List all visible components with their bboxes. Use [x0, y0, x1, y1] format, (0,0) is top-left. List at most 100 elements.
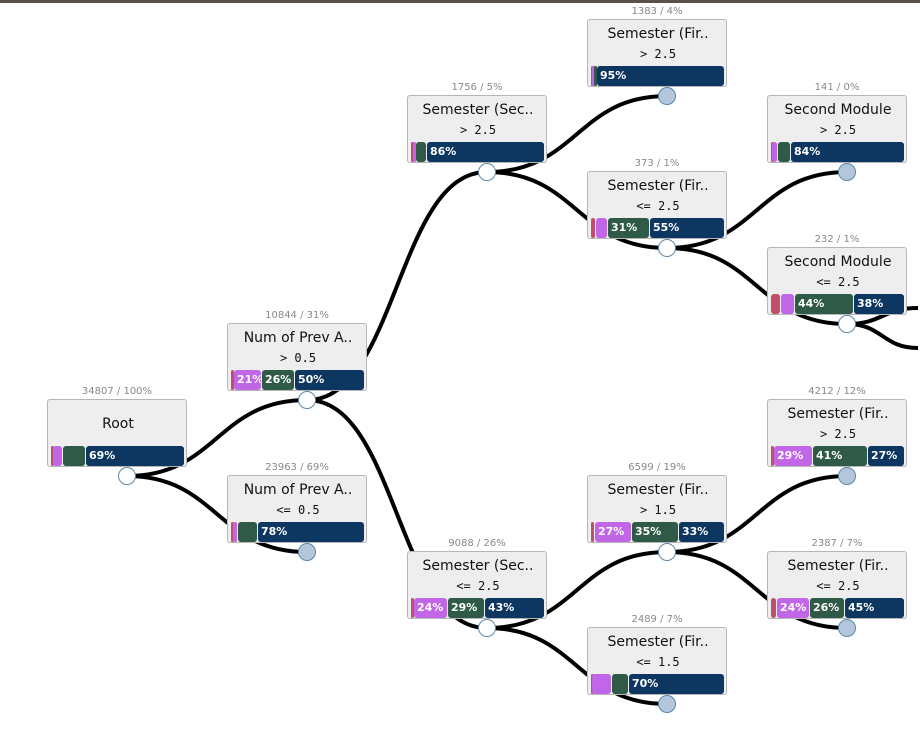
- class-segment-navy: 70%: [629, 674, 724, 694]
- class-segment-navy: 86%: [427, 142, 544, 162]
- tree-edge: [486, 170, 668, 250]
- class-segment-red: [591, 522, 594, 542]
- leaf-toggle-circle[interactable]: [658, 695, 676, 713]
- class-segment-navy: 43%: [485, 598, 544, 618]
- expand-toggle-circle[interactable]: [478, 163, 496, 181]
- class-segment-green: 26%: [262, 370, 294, 390]
- class-segment-pink: [592, 674, 611, 694]
- class-segment-red: [231, 370, 234, 390]
- node-split-rule: <= 2.5: [636, 199, 680, 213]
- class-segment-red: [591, 218, 595, 238]
- node-split-rule: > 2.5: [819, 123, 857, 137]
- tree-node[interactable]: Semester (Fir.. <= 2.5 31%55%: [587, 171, 727, 239]
- class-segment-navy: 55%: [650, 218, 724, 238]
- class-segment-navy: 78%: [258, 522, 364, 542]
- class-segment-red: [771, 294, 780, 314]
- node-sample-count: 2387 / 7%: [811, 538, 863, 549]
- node-title: Root: [102, 416, 134, 432]
- node-sample-count: 23963 / 69%: [265, 462, 329, 473]
- node-sample-count: 10844 / 31%: [265, 310, 329, 321]
- class-segment-pink: [233, 522, 237, 542]
- node-title: Second Module: [784, 254, 892, 270]
- class-distribution-bar: 29%41%27%: [771, 446, 905, 466]
- node-split-rule: > 1.5: [639, 503, 677, 517]
- node-sample-count: 6599 / 19%: [628, 462, 686, 473]
- node-sample-count: 34807 / 100%: [81, 386, 153, 397]
- class-distribution-bar: 95%: [591, 66, 725, 86]
- expand-toggle-circle[interactable]: [298, 391, 316, 409]
- class-segment-navy: 95%: [597, 66, 724, 86]
- leaf-toggle-circle[interactable]: [838, 619, 856, 637]
- class-segment-navy: 50%: [295, 370, 364, 390]
- class-segment-green: 35%: [632, 522, 678, 542]
- class-segment-pink: [53, 446, 62, 466]
- leaf-toggle-circle[interactable]: [838, 163, 856, 181]
- node-split-rule: > 2.5: [639, 47, 677, 61]
- class-segment-pink: [781, 294, 794, 314]
- node-title: Semester (Fir..: [787, 558, 889, 574]
- class-segment-pink: 21%: [234, 370, 261, 390]
- class-segment-navy: 45%: [845, 598, 904, 618]
- expand-toggle-circle[interactable]: [478, 619, 496, 637]
- node-title: Semester (Sec..: [422, 558, 534, 574]
- expand-toggle-circle[interactable]: [658, 543, 676, 561]
- expand-toggle-circle[interactable]: [658, 239, 676, 257]
- class-distribution-bar: 84%: [771, 142, 905, 162]
- node-split-rule: > 0.5: [279, 351, 317, 365]
- class-segment-red: [231, 522, 234, 542]
- class-segment-pink: [592, 66, 595, 86]
- node-title: Semester (Fir..: [607, 482, 709, 498]
- node-sample-count: 1383 / 4%: [631, 6, 683, 17]
- leaf-toggle-circle[interactable]: [298, 543, 316, 561]
- class-distribution-bar: 24%29%43%: [411, 598, 545, 618]
- class-segment-red: [771, 446, 774, 466]
- tree-edge: [666, 246, 848, 326]
- tree-edge: [666, 474, 848, 554]
- leaf-toggle-circle[interactable]: [838, 467, 856, 485]
- class-segment-pink: 27%: [595, 522, 631, 542]
- node-sample-count: 1756 / 5%: [451, 82, 503, 93]
- tree-edge: [846, 322, 919, 350]
- class-segment-red: [411, 598, 414, 618]
- class-segment-navy: 84%: [791, 142, 904, 162]
- class-segment-green: 31%: [608, 218, 649, 238]
- tree-edge: [666, 550, 848, 630]
- tree-node[interactable]: Root 69%: [47, 399, 187, 467]
- class-segment-red: [51, 446, 54, 466]
- class-distribution-bar: 69%: [51, 446, 185, 466]
- leaf-toggle-circle[interactable]: [658, 87, 676, 105]
- node-sample-count: 9088 / 26%: [448, 538, 506, 549]
- tree-edge: [486, 94, 668, 174]
- class-segment-green: 29%: [448, 598, 484, 618]
- tree-edge: [486, 626, 668, 706]
- node-sample-count: 232 / 1%: [814, 234, 860, 245]
- class-segment-green: [612, 674, 628, 694]
- node-split-rule: > 2.5: [819, 427, 857, 441]
- expand-toggle-circle[interactable]: [118, 467, 136, 485]
- node-title: Second Module: [784, 102, 892, 118]
- class-segment-green: [778, 142, 790, 162]
- class-segment-green: [594, 66, 597, 86]
- expand-toggle-circle[interactable]: [838, 315, 856, 333]
- class-segment-green: 26%: [810, 598, 844, 618]
- class-distribution-bar: 24%26%45%: [771, 598, 905, 618]
- class-segment-green: [238, 522, 257, 542]
- node-title: Semester (Fir..: [607, 178, 709, 194]
- tree-node[interactable]: Second Module > 2.5 84%: [767, 95, 907, 163]
- node-split-rule: <= 1.5: [636, 655, 680, 669]
- class-segment-green: 41%: [813, 446, 867, 466]
- node-sample-count: 373 / 1%: [634, 158, 680, 169]
- class-segment-pink: [596, 218, 607, 238]
- class-distribution-bar: 21%26%50%: [231, 370, 365, 390]
